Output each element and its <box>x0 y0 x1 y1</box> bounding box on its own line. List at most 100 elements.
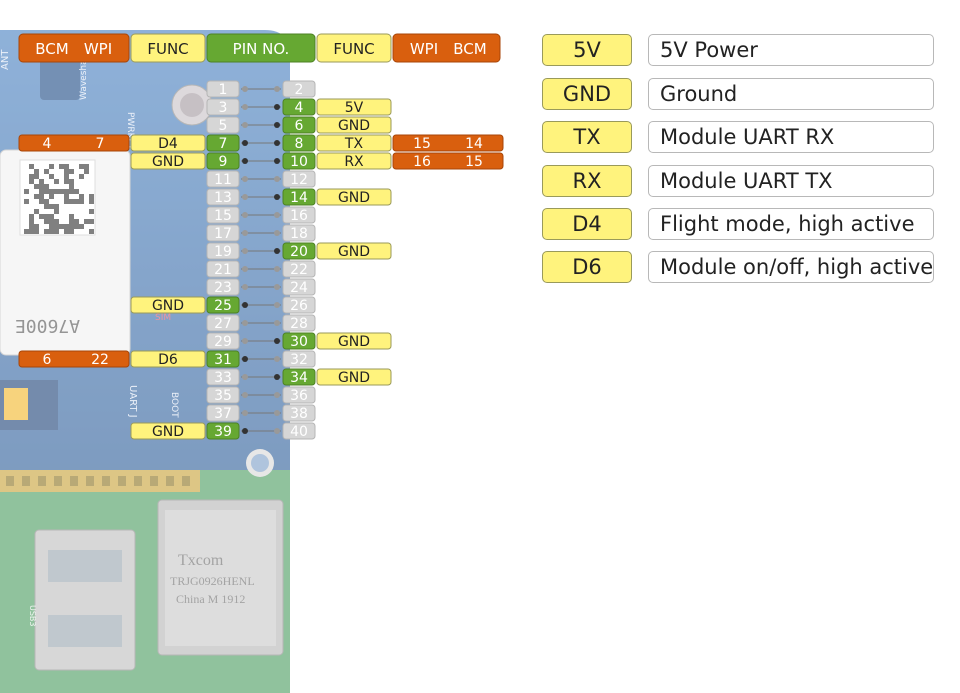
pin-box-right <box>282 314 316 332</box>
pin-number: 22 <box>290 262 308 278</box>
pin-func-label: GND <box>338 334 370 350</box>
ethernet-port: Txcom TRJG0926HENL China M 1912 <box>157 499 284 656</box>
ethernet-origin: China M 1912 <box>176 592 245 606</box>
pin-box-left <box>206 224 240 242</box>
legend-description: Module on/off, high active <box>648 251 934 283</box>
pin-number: 37 <box>214 406 232 422</box>
pin-func-right <box>316 98 392 116</box>
pin-dot-left <box>242 248 248 254</box>
pin-func-label: RX <box>344 154 364 170</box>
pin-number: 2 <box>295 82 304 98</box>
pin-dot-right <box>274 392 280 398</box>
brand-label: Waveshare <box>79 50 89 100</box>
header-right-bcm: BCM <box>453 40 486 58</box>
pin-dot-left <box>242 86 248 92</box>
pin-bcm-label: 15 <box>465 154 483 170</box>
pin-gpio-right <box>392 134 504 152</box>
pin-wpi-label: 15 <box>413 136 431 152</box>
pin-number: 28 <box>290 316 308 332</box>
pin-box-right <box>282 224 316 242</box>
pin-number: 33 <box>214 370 232 386</box>
pin-func-label: GND <box>338 244 370 260</box>
pin-dot-left <box>242 212 248 218</box>
pin-number: 36 <box>290 388 308 404</box>
pin-dot-left <box>242 122 248 128</box>
pin-func-right <box>316 134 392 152</box>
pin-dot-right <box>274 410 280 416</box>
pin-bcm-label: 14 <box>465 136 483 152</box>
pin-dot-right <box>274 320 280 326</box>
pin-box-right <box>282 206 316 224</box>
legend-description: Ground <box>648 78 934 110</box>
pin-func-right <box>316 188 392 206</box>
pin-func-label: D4 <box>158 136 178 152</box>
legend-description: Module UART TX <box>648 165 934 197</box>
legend-key: RX <box>542 165 632 197</box>
pin-dot-right <box>274 356 280 362</box>
pin-number: 11 <box>214 172 232 188</box>
pin-dot-right <box>274 266 280 272</box>
pin-box-left <box>206 134 240 152</box>
pin-box-right <box>282 368 316 386</box>
pin-dot-right <box>274 302 280 308</box>
pin-number: 1 <box>219 82 228 98</box>
pin-func-label: 5V <box>345 100 364 116</box>
pin-box-right <box>282 350 316 368</box>
pin-number: 21 <box>214 262 232 278</box>
pin-func-label: TX <box>344 136 364 152</box>
pin-number: 24 <box>290 280 308 296</box>
pin-box-right <box>282 242 316 260</box>
sim-label: SIM <box>155 313 171 323</box>
header-left-bcm: BCM <box>35 40 68 58</box>
pin-func-label: GND <box>152 154 184 170</box>
pin-dot-left <box>242 194 248 200</box>
pin-wpi-label: 22 <box>91 352 109 368</box>
pin-box-left <box>206 386 240 404</box>
pin-dot-left <box>242 392 248 398</box>
pin-box-left <box>206 314 240 332</box>
pin-func-left <box>130 422 206 440</box>
pin-number: 25 <box>214 298 232 314</box>
header-right-func: FUNC <box>333 40 374 58</box>
pin-func-right <box>316 116 392 134</box>
pwrkey-label: PWRKEY <box>125 112 135 150</box>
pin-dot-left <box>242 140 248 146</box>
pin-number: 15 <box>214 208 232 224</box>
ethernet-model: TRJG0926HENL <box>170 574 255 588</box>
pin-box-left <box>206 296 240 314</box>
pin-box-left <box>206 278 240 296</box>
header-left-func: FUNC <box>147 40 188 58</box>
pin-func-label: GND <box>338 190 370 206</box>
pin-number: 3 <box>219 100 228 116</box>
legend-description: 5V Power <box>648 34 934 66</box>
pin-box-right <box>282 170 316 188</box>
pin-dot-right <box>274 284 280 290</box>
pin-diagram: A7600E Waveshare ANT PWRKEY UART J BOOT … <box>0 30 504 693</box>
pin-box-left <box>206 188 240 206</box>
usb-label: USB3 <box>28 605 37 627</box>
legend-key: 5V <box>542 34 632 66</box>
pin-box-left <box>206 332 240 350</box>
pin-func-label: GND <box>338 118 370 134</box>
pin-number: 29 <box>214 334 232 350</box>
pin-func-right <box>316 242 392 260</box>
pin-func-label: GND <box>152 298 184 314</box>
pin-box-right <box>282 296 316 314</box>
pin-number: 14 <box>290 190 308 206</box>
pin-box-right <box>282 422 316 440</box>
pin-box-left <box>206 80 240 98</box>
ethernet-brand: Txcom <box>178 552 224 569</box>
pin-box-right <box>282 188 316 206</box>
pin-gpio-left <box>18 350 130 368</box>
pin-number: 35 <box>214 388 232 404</box>
pin-number: 39 <box>214 424 232 440</box>
pin-dot-right <box>274 176 280 182</box>
pin-dot-right <box>274 428 280 434</box>
pin-dot-left <box>242 284 248 290</box>
pin-number: 13 <box>214 190 232 206</box>
pin-number: 12 <box>290 172 308 188</box>
pin-dot-left <box>242 374 248 380</box>
pin-dot-left <box>242 230 248 236</box>
legend-key: D4 <box>542 208 632 240</box>
pin-number: 27 <box>214 316 232 332</box>
